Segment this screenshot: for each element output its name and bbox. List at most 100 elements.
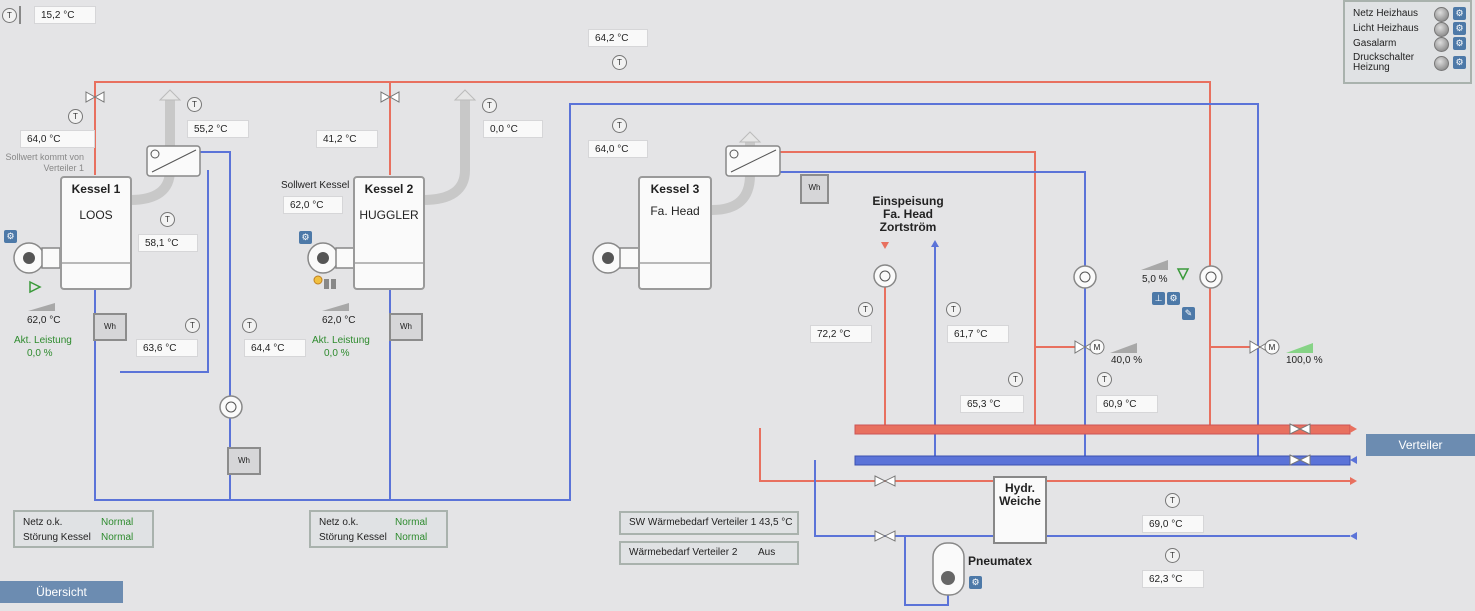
weiche-line1: Hydr. [1004,481,1035,495]
gasalarm-settings-icon[interactable]: ⚙ [1453,37,1466,50]
weiche-supply-sensor-icon[interactable]: T [1165,493,1180,508]
verteiler-button[interactable]: Verteiler [1366,434,1475,456]
pneumatex-settings-icon[interactable]: ⚙ [969,576,982,589]
legend-gasalarm: Gasalarm [1353,38,1397,49]
kessel1-pump-sensor-icon[interactable]: T [242,318,257,333]
weiche-line2: Weiche [999,494,1041,508]
main-supply-temp: 64,2 °C [588,29,648,47]
netz-heizhaus-settings-icon[interactable]: ⚙ [1453,7,1466,20]
kessel1-flue-temp: 58,1 °C [138,234,198,252]
kessel1-status-box: Netz o.k. Normal Störung Kessel Normal [13,510,154,548]
circuit1-supply-sensor-icon[interactable]: T [1008,372,1023,387]
circuit1-pump-icon[interactable] [1074,266,1096,288]
kessel1-title: Kessel 1 [71,182,121,196]
kessel1-name: LOOS [79,208,113,222]
kessel1-return-sensor-icon[interactable]: T [185,318,200,333]
kessel3-name: Fa. Head [650,204,700,218]
kessel1-pump-temp: 64,4 °C [244,339,306,357]
kessel1-power-label: Akt. Leistung [14,335,72,346]
circuit1-mixer-motor-icon[interactable]: M [1093,343,1101,352]
kessel1-boiler[interactable]: Kessel 1 LOOS [60,176,132,290]
einspeisung-title-line2: Fa. Head [882,207,933,221]
kessel2-boiler[interactable]: Kessel 2 HUGGLER [353,176,425,290]
kessel2-netz-label: Netz o.k. [319,517,359,528]
kessel3-title: Kessel 3 [650,182,700,196]
outdoor-temp-value: 15,2 °C [34,6,96,24]
waermebedarf-verteiler2-label: Wärmebedarf Verteiler 2 [629,547,738,558]
kessel1-burner-fan-icon[interactable] [14,243,60,275]
kessel1-supply-sensor-icon[interactable]: T [68,109,83,124]
einspeisung-supply-temp: 72,2 °C [810,325,872,343]
kessel1-exhaust-sensor-icon[interactable]: T [187,97,202,112]
circuit2-status-arrow-icon [1176,266,1190,280]
kessel2-power-label: Akt. Leistung [312,335,370,346]
kessel1-base [62,262,130,288]
einspeisung-return-sensor-icon[interactable]: T [946,302,961,317]
gasalarm-lamp-icon [1434,37,1449,52]
pneumatex-label: Pneumatex [968,554,1033,568]
kessel1-return-heat-meter[interactable]: Wh [227,447,261,475]
kessel1-stoerung-status: Normal [101,532,134,543]
kessel1-supply-temp: 64,0 °C [20,130,95,148]
kessel1-setpoint-note: Sollwert kommt von Verteiler 1 [5,152,84,173]
circuit2-pump-percent: 5,0 % [1142,274,1168,285]
status-legend-panel: Netz Heizhaus ⚙ Licht Heizhaus ⚙ Gasalar… [1343,0,1472,84]
circuit2-mixer-percent: 100,0 % [1286,355,1323,366]
kessel2-settings-icon[interactable]: ⚙ [299,231,312,244]
kessel2-stoerung-label: Störung Kessel [319,532,387,543]
kessel1-heat-meter[interactable]: Wh [93,313,127,341]
waermebedarf-verteiler2-value: Aus [758,547,776,558]
legend-licht-heizhaus: Licht Heizhaus [1353,23,1419,34]
kessel2-base [355,262,423,288]
kessel3-heat-meter[interactable]: Wh [800,174,829,204]
licht-heizhaus-lamp-icon [1434,22,1449,37]
kessel1-play-icon[interactable] [28,280,42,294]
circuit2-pump-icon[interactable] [1200,266,1222,288]
kessel2-heat-meter[interactable]: Wh [389,313,423,341]
licht-heizhaus-settings-icon[interactable]: ⚙ [1453,22,1466,35]
kessel1-flue-sensor-icon[interactable]: T [160,212,175,227]
circuit2-settings-icon[interactable]: ⚙ [1167,292,1180,305]
einspeisung-title: Einspeisung Fa. Head Zortström [862,195,954,234]
kessel2-setpoint: 62,0 °C [322,315,356,326]
kessel2-power: 0,0 % [324,348,350,359]
main-return-sensor-icon[interactable]: T [612,118,627,133]
overview-button[interactable]: Übersicht [0,581,123,603]
outdoor-temp-sensor-icon[interactable]: T [2,8,17,23]
einspeisung-pump-icon[interactable] [874,265,896,287]
legend-netz-heizhaus: Netz Heizhaus [1353,8,1419,19]
druckschalter-settings-icon[interactable]: ⚙ [1453,56,1466,69]
kessel1-stoerung-label: Störung Kessel [23,532,91,543]
hydraulic-separator[interactable]: Hydr. Weiche [993,476,1047,544]
kessel1-netz-status: Normal [101,517,134,528]
einspeisung-return-temp: 61,7 °C [947,325,1009,343]
circuit1-mixer-percent: 40,0 % [1111,355,1143,366]
main-supply-sensor-icon[interactable]: T [612,55,627,70]
waermebedarf-verteiler2-box: Wärmebedarf Verteiler 2 Aus [619,541,799,565]
waermebedarf-verteiler1: SW Wärmebedarf Verteiler 1 43,5 °C [619,511,799,535]
einspeisung-supply-sensor-icon[interactable]: T [858,302,873,317]
kessel3-base [640,262,710,288]
einspeisung-title-line3: Zortström [879,220,937,234]
kessel1-power: 0,0 % [27,348,53,359]
legend-druckschalter: Druckschalter Heizung [1353,52,1415,73]
weiche-return-sensor-icon[interactable]: T [1165,548,1180,563]
kessel1-return-temp: 63,6 °C [136,339,198,357]
kessel2-exhaust-sensor-icon[interactable]: T [482,98,497,113]
kessel1-return-pump-icon[interactable] [220,396,242,418]
kessel2-title: Kessel 2 [364,182,414,196]
kessel1-netz-label: Netz o.k. [23,517,63,528]
kessel1-setpoint: 62,0 °C [27,315,61,326]
kessel1-exhaust-temp: 55,2 °C [187,120,249,138]
circuit1-return-sensor-icon[interactable]: T [1097,372,1112,387]
kessel3-burner-fan-icon[interactable] [592,243,640,275]
circuit2-edit-icon[interactable]: ✎ [1182,307,1195,320]
kessel1-settings-icon[interactable]: ⚙ [4,230,17,243]
circuit2-chart-icon[interactable]: ⊥ [1152,292,1165,305]
circuit2-mixer-motor-icon[interactable]: M [1268,343,1276,352]
main-return-temp: 64,0 °C [588,140,648,158]
kessel3-boiler[interactable]: Kessel 3 Fa. Head [638,176,712,290]
netz-heizhaus-lamp-icon [1434,7,1449,22]
kessel2-burner-fan-icon[interactable] [308,243,354,275]
